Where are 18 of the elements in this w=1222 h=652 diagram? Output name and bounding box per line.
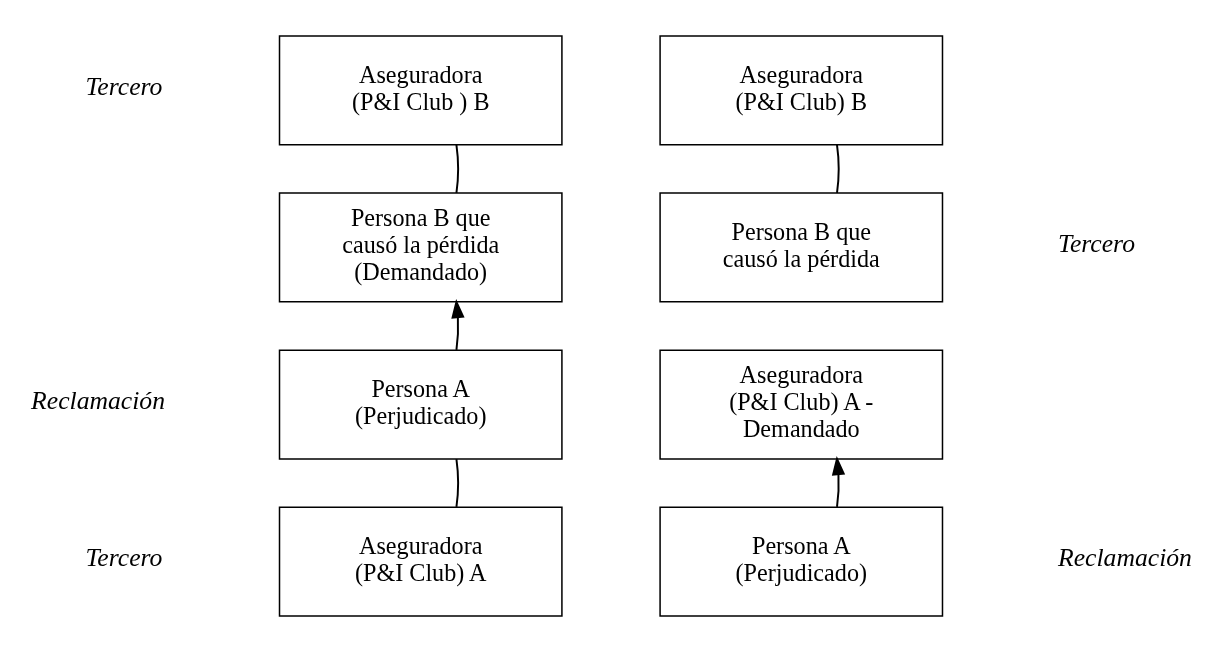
arrow [451,299,465,351]
node-box: Persona B que causó la pérdida [659,192,944,303]
arrow [831,456,846,508]
node-box: Persona A (Perjudicado) [659,506,944,617]
node-box: Aseguradora (P&I Club) A - Demandado [659,349,944,460]
node-box: Aseguradora (P&I Club) B [659,35,944,146]
label: Reclamación [31,386,166,416]
node-box: Aseguradora (P&I Club) A [278,506,563,617]
label: Tercero [85,543,163,573]
connector [455,458,460,508]
label: Reclamación [1058,543,1192,573]
node-box: Persona A (Perjudicado) [278,349,563,460]
connector [455,143,460,194]
node-box: Aseguradora (P&I Club ) B [278,35,563,146]
node-box: Persona B que causó la pérdida (Demandado) [278,192,563,303]
connector [836,143,840,194]
label: Tercero [1058,229,1135,259]
label: Tercero [85,72,163,102]
